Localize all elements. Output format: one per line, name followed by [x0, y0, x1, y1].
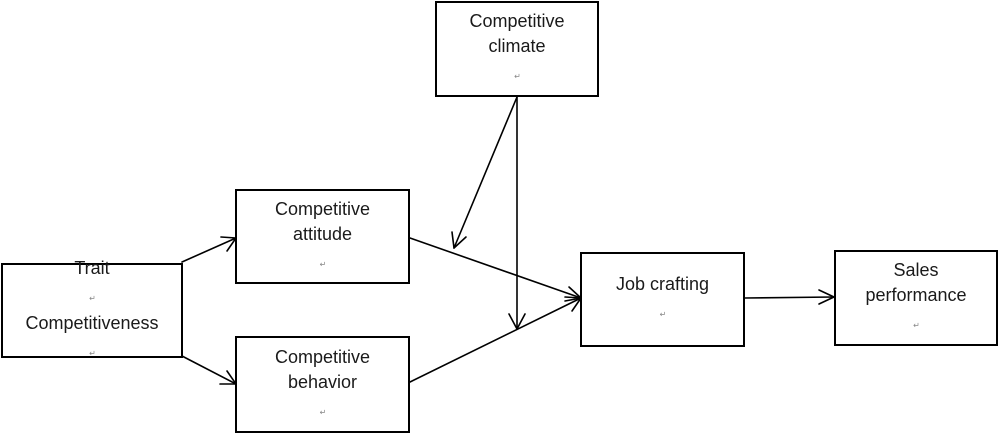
node-trait-line1: Trait	[74, 257, 110, 278]
node-sales-line2: performance	[865, 285, 967, 305]
paragraph-mark: ↵	[319, 407, 327, 417]
node-climate-line2: climate	[488, 36, 546, 56]
node-competitive-climate: Competitive climate ↵	[435, 1, 599, 97]
paragraph-mark: ↵	[319, 259, 327, 269]
paragraph-mark: ↵	[89, 348, 96, 358]
node-attitude-line1: Competitive	[274, 198, 371, 219]
node-climate-line1: Competitive	[469, 11, 565, 31]
node-competitive-behavior: Competitive behavior ↵	[235, 336, 410, 433]
node-attitude-line2: attitude	[292, 223, 353, 244]
arrow-behavior-to-job-crafting	[409, 297, 582, 383]
paragraph-mark: ↵	[514, 72, 521, 81]
node-competitive-attitude: Competitive attitude ↵	[235, 189, 410, 284]
node-behavior-line2: behavior	[287, 371, 358, 392]
paragraph-mark: ↵	[89, 293, 96, 303]
node-behavior-line1: Competitive	[274, 346, 371, 367]
arrow-attitude-to-job-crafting	[409, 237, 582, 299]
arrowhead-climate-to-behavior-path	[508, 313, 526, 330]
arrow-trait-to-behavior	[181, 355, 237, 385]
node-trait-line2: Competitiveness	[25, 312, 159, 333]
paragraph-mark: ↵	[659, 310, 667, 319]
node-job-crafting: Job crafting ↵	[580, 252, 745, 347]
node-sales-performance: Sales performance ↵	[834, 250, 998, 346]
arrow-job-crafting-to-sales	[744, 296, 835, 299]
arrow-trait-to-attitude	[181, 237, 237, 263]
node-trait-competitiveness: Trait ↵ Competitiveness ↵	[1, 258, 183, 358]
paragraph-mark: ↵	[913, 321, 920, 330]
node-job-line1: Job crafting	[615, 274, 710, 294]
node-sales-line1: Sales	[893, 260, 939, 280]
arrowhead-climate-to-attitude-path	[451, 231, 467, 249]
arrow-climate-to-attitude-path	[453, 96, 518, 249]
